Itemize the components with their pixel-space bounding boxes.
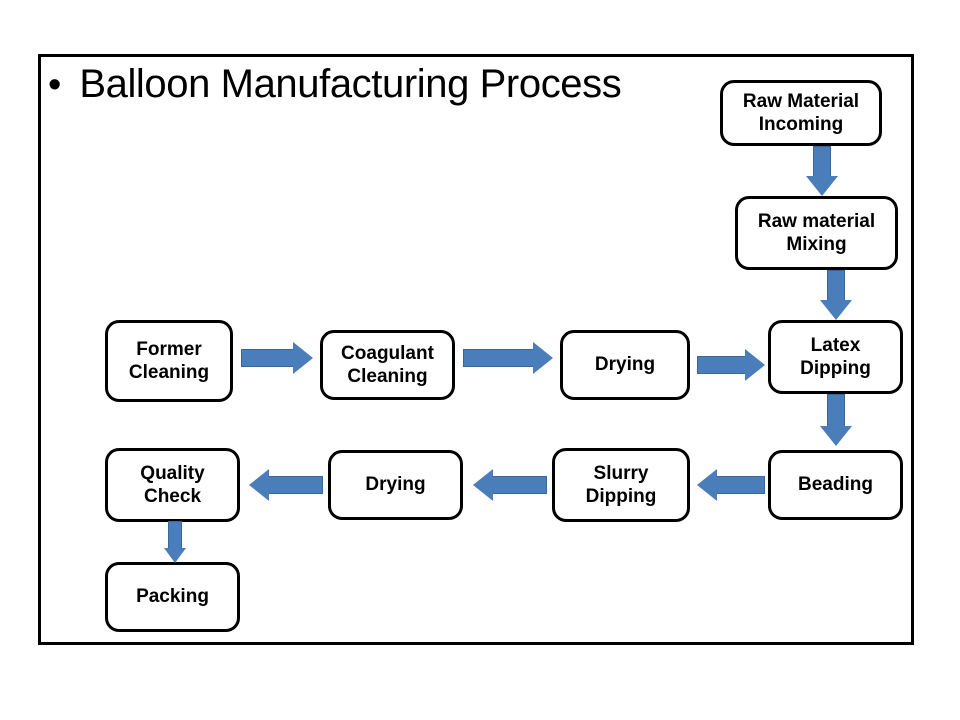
arrow-shaft bbox=[241, 349, 295, 367]
arrow-head-icon bbox=[249, 469, 269, 501]
node-drying-lower[interactable]: Drying bbox=[328, 450, 463, 520]
arrow-head-icon bbox=[293, 342, 313, 374]
node-label: Packing bbox=[136, 586, 209, 608]
arrow-shaft bbox=[827, 394, 845, 430]
page-title: • Balloon Manufacturing Process bbox=[48, 62, 622, 107]
node-drying-upper[interactable]: Drying bbox=[560, 330, 690, 400]
arrow-shaft bbox=[491, 476, 547, 494]
arrow-quality-check-to-packing bbox=[160, 521, 190, 563]
node-label: Coagulant Cleaning bbox=[341, 342, 434, 387]
node-latex-dipping[interactable]: Latex Dipping bbox=[768, 320, 903, 394]
arrow-shaft bbox=[813, 146, 831, 180]
node-beading[interactable]: Beading bbox=[768, 450, 903, 520]
arrow-shaft bbox=[168, 521, 182, 550]
arrow-coagulant-to-drying bbox=[463, 341, 553, 375]
node-label: Beading bbox=[798, 474, 873, 496]
node-label: Latex Dipping bbox=[800, 334, 871, 379]
arrow-drying-to-latex-dipping bbox=[697, 348, 765, 382]
node-label: Slurry Dipping bbox=[585, 462, 657, 507]
arrow-latex-dipping-to-beading bbox=[816, 394, 856, 446]
arrow-mixing-to-latex-dipping bbox=[816, 270, 856, 320]
arrow-head-icon bbox=[473, 469, 493, 501]
arrow-head-icon bbox=[820, 300, 852, 320]
node-raw-material-mixing[interactable]: Raw material Mixing bbox=[735, 196, 898, 270]
node-packing[interactable]: Packing bbox=[105, 562, 240, 632]
node-slurry-dipping[interactable]: Slurry Dipping bbox=[552, 448, 690, 522]
node-quality-check[interactable]: Quality Check bbox=[105, 448, 240, 522]
arrow-shaft bbox=[267, 476, 323, 494]
arrow-drying-to-quality-check bbox=[249, 468, 323, 502]
arrow-incoming-to-mixing bbox=[802, 146, 842, 196]
node-label: Raw material Mixing bbox=[757, 210, 876, 255]
arrow-shaft bbox=[463, 349, 535, 367]
node-label: Drying bbox=[365, 474, 426, 496]
arrow-head-icon bbox=[745, 349, 765, 381]
arrow-shaft bbox=[697, 356, 747, 374]
arrow-former-to-coagulant bbox=[241, 341, 313, 375]
arrow-head-icon bbox=[697, 469, 717, 501]
arrow-shaft bbox=[827, 270, 845, 304]
title-bullet-icon: • bbox=[48, 64, 62, 106]
arrow-beading-to-slurry-dipping bbox=[697, 468, 765, 502]
arrow-head-icon bbox=[820, 426, 852, 446]
node-coagulant-cleaning[interactable]: Coagulant Cleaning bbox=[320, 330, 455, 400]
title-text: Balloon Manufacturing Process bbox=[79, 62, 622, 106]
node-label: Drying bbox=[594, 354, 656, 376]
node-former-cleaning[interactable]: Former Cleaning bbox=[105, 320, 233, 402]
node-raw-material-incoming[interactable]: Raw Material Incoming bbox=[720, 80, 882, 146]
arrow-shaft bbox=[715, 476, 765, 494]
arrow-slurry-dipping-to-drying bbox=[473, 468, 547, 502]
arrow-head-icon bbox=[164, 548, 186, 563]
arrow-head-icon bbox=[806, 176, 838, 196]
node-label: Quality Check bbox=[140, 462, 205, 507]
node-label: Raw Material Incoming bbox=[742, 90, 860, 135]
arrow-head-icon bbox=[533, 342, 553, 374]
node-label: Former Cleaning bbox=[128, 338, 210, 383]
